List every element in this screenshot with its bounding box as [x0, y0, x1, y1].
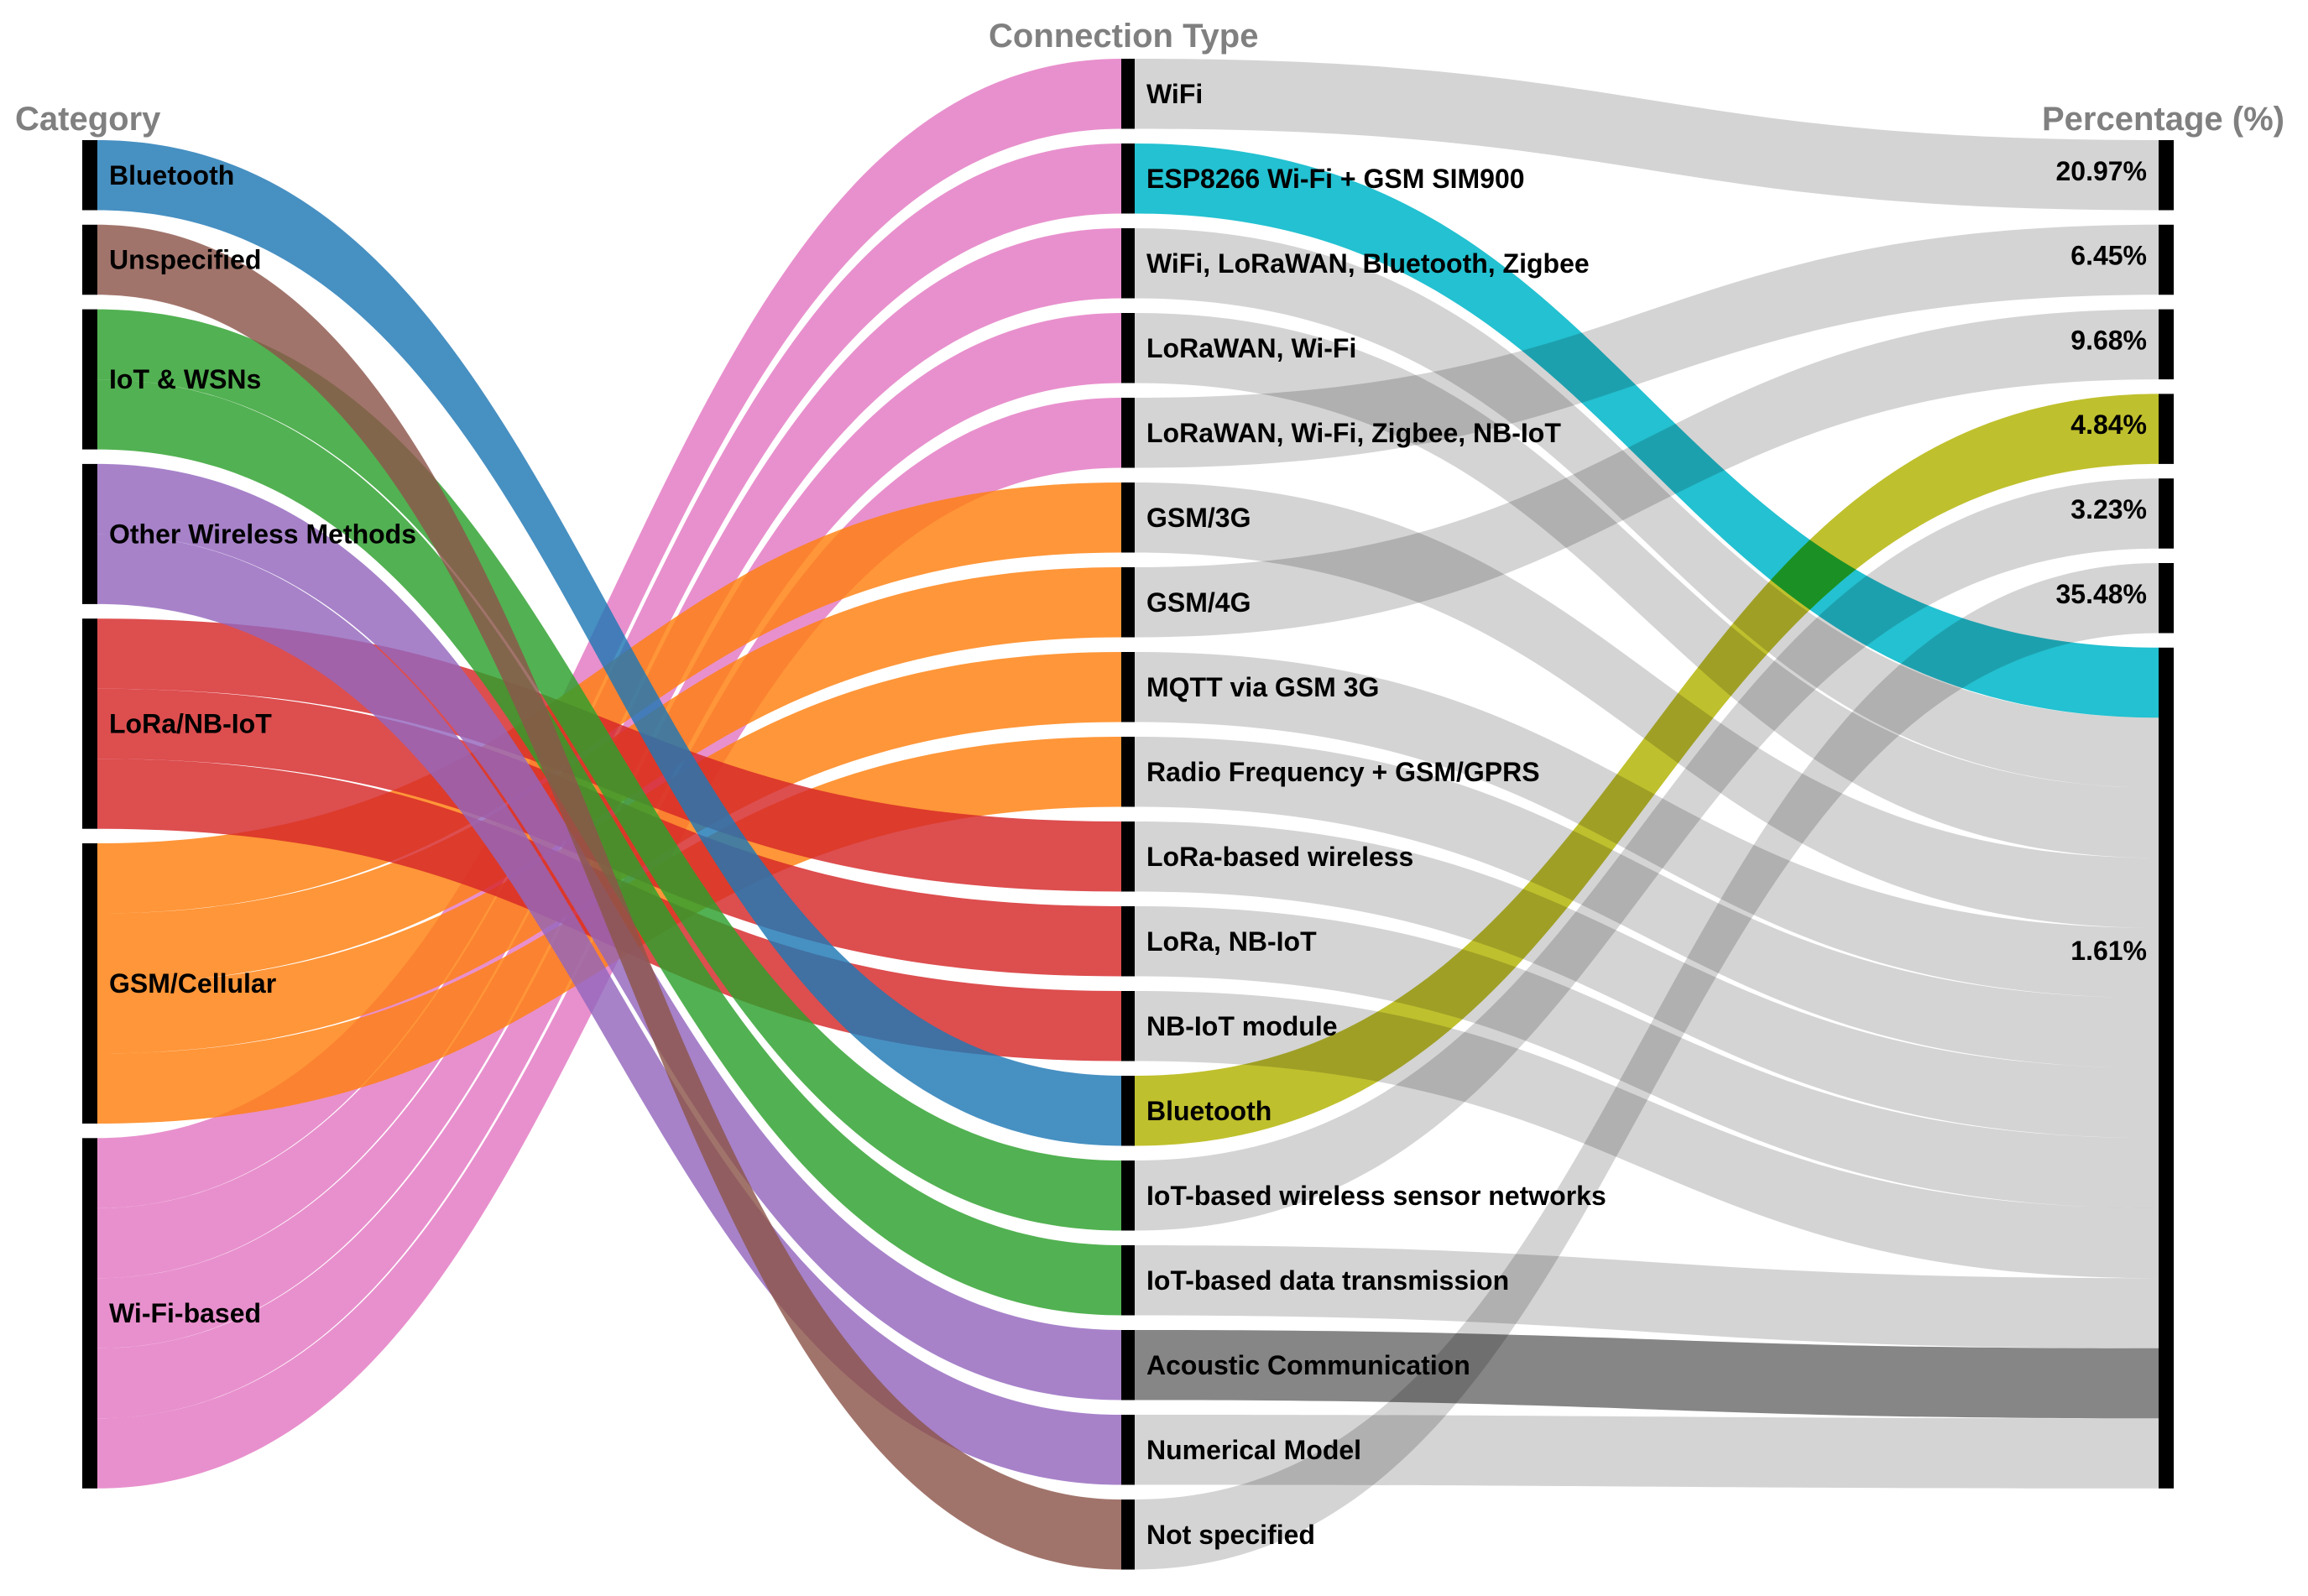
percentage-label: 35.48% — [2055, 579, 2147, 609]
category-label: Unspecified — [109, 245, 261, 275]
connection-label: WiFi — [1146, 79, 1203, 109]
category-label: LoRa/NB-IoT — [109, 708, 272, 738]
link-iot_wsn-to-connection-13 — [97, 309, 1121, 1231]
connection-label: LoRaWAN, Wi-Fi — [1146, 333, 1356, 363]
connection-node-8[interactable] — [1121, 737, 1135, 807]
category-label: GSM/Cellular — [109, 968, 276, 999]
column-title-connection-type: Connection Type — [989, 18, 1258, 55]
connection-node-0[interactable] — [1121, 59, 1135, 129]
link-unspecified-to-connection-17 — [97, 224, 1121, 1570]
connection-node-10[interactable] — [1121, 906, 1135, 977]
connection-node-6[interactable] — [1121, 567, 1135, 638]
connection-label: IoT-based data transmission — [1146, 1265, 1509, 1296]
connection-node-7[interactable] — [1121, 652, 1135, 722]
link-connection-6-to-percentage — [1135, 309, 2159, 638]
link-bluetooth-to-connection-12 — [97, 140, 1121, 1146]
connection-label: IoT-based wireless sensor networks — [1146, 1181, 1606, 1211]
connection-node-15[interactable] — [1121, 1330, 1135, 1400]
percentage-node-1[interactable] — [2159, 224, 2174, 295]
percentage-label: 20.97% — [2055, 156, 2147, 186]
percentage-node-6[interactable] — [2159, 647, 2174, 1489]
connection-label: Acoustic Communication — [1146, 1350, 1470, 1380]
link-connection-12-to-percentage — [1135, 394, 2159, 1146]
connection-label: Numerical Model — [1146, 1435, 1361, 1465]
column-title-percentage: Percentage (%) — [2042, 101, 2285, 138]
category-node-bluetooth[interactable] — [82, 140, 97, 211]
connection-label: LoRaWAN, Wi-Fi, Zigbee, NB-IoT — [1146, 418, 1561, 448]
category-node-iot_wsn[interactable] — [82, 309, 97, 450]
connection-label: Bluetooth — [1146, 1096, 1271, 1126]
link-connection-15-to-percentage — [1135, 1330, 2159, 1419]
connection-label: GSM/4G — [1146, 587, 1251, 618]
link-connection-9-to-percentage — [1135, 821, 2159, 1139]
link-connection-8-to-percentage — [1135, 737, 2159, 1068]
connection-to-percentage-links — [1135, 59, 2159, 1570]
category-node-unspecified[interactable] — [82, 224, 97, 295]
connection-node-2[interactable] — [1121, 228, 1135, 299]
connection-label: ESP8266 Wi-Fi + GSM SIM900 — [1146, 164, 1525, 194]
connection-node-5[interactable] — [1121, 482, 1135, 553]
category-label: Bluetooth — [109, 160, 234, 190]
category-node-gsm[interactable] — [82, 843, 97, 1124]
percentage-label: 3.23% — [2070, 494, 2147, 524]
link-connection-14-to-percentage — [1135, 1245, 2159, 1348]
connection-node-11[interactable] — [1121, 991, 1135, 1061]
connection-node-13[interactable] — [1121, 1160, 1135, 1231]
percentage-label: 9.68% — [2070, 325, 2147, 355]
category-label: Wi-Fi-based — [109, 1298, 261, 1328]
percentage-node-2[interactable] — [2159, 309, 2174, 380]
connection-label: Not specified — [1146, 1520, 1315, 1550]
connection-label: NB-IoT module — [1146, 1011, 1338, 1041]
percentage-label: 1.61% — [2070, 936, 2147, 966]
link-connection-17-to-percentage — [1135, 563, 2159, 1570]
category-node-other[interactable] — [82, 463, 97, 604]
percentage-node-0[interactable] — [2159, 140, 2174, 211]
nodes — [82, 59, 2174, 1570]
connection-node-1[interactable] — [1121, 143, 1135, 214]
link-connection-1-to-percentage — [1135, 143, 2159, 718]
connection-node-9[interactable] — [1121, 821, 1135, 892]
column-title-category: Category — [15, 101, 161, 138]
category-label: Other Wireless Methods — [109, 519, 416, 549]
link-connection-5-to-percentage — [1135, 482, 2159, 928]
percentage-label: 4.84% — [2070, 409, 2147, 440]
link-other-to-connection-16 — [97, 534, 1121, 1485]
link-connection-0-to-percentage — [1135, 59, 2159, 211]
connection-label: GSM/3G — [1146, 503, 1251, 533]
connection-node-14[interactable] — [1121, 1245, 1135, 1316]
connection-node-4[interactable] — [1121, 398, 1135, 468]
category-to-connection-links — [97, 59, 1121, 1570]
category-node-lora[interactable] — [82, 618, 97, 829]
link-connection-13-to-percentage — [1135, 478, 2159, 1231]
percentage-node-5[interactable] — [2159, 563, 2174, 634]
connection-label: WiFi, LoRaWAN, Bluetooth, Zigbee — [1146, 248, 1590, 279]
connection-node-17[interactable] — [1121, 1500, 1135, 1570]
connection-node-16[interactable] — [1121, 1415, 1135, 1485]
link-connection-4-to-percentage — [1135, 224, 2159, 468]
category-node-wifi[interactable] — [82, 1138, 97, 1489]
connection-label: LoRa, NB-IoT — [1146, 926, 1317, 957]
connection-label: MQTT via GSM 3G — [1146, 672, 1379, 702]
category-label: IoT & WSNs — [109, 364, 261, 394]
connection-node-12[interactable] — [1121, 1076, 1135, 1146]
link-iot_wsn-to-connection-14 — [97, 379, 1121, 1316]
percentage-node-3[interactable] — [2159, 394, 2174, 464]
connection-node-3[interactable] — [1121, 313, 1135, 383]
connection-label: LoRa-based wireless — [1146, 842, 1413, 872]
link-connection-3-to-percentage — [1135, 313, 2159, 858]
percentage-node-4[interactable] — [2159, 478, 2174, 549]
percentage-label: 6.45% — [2070, 241, 2147, 271]
connection-label: Radio Frequency + GSM/GPRS — [1146, 757, 1540, 787]
